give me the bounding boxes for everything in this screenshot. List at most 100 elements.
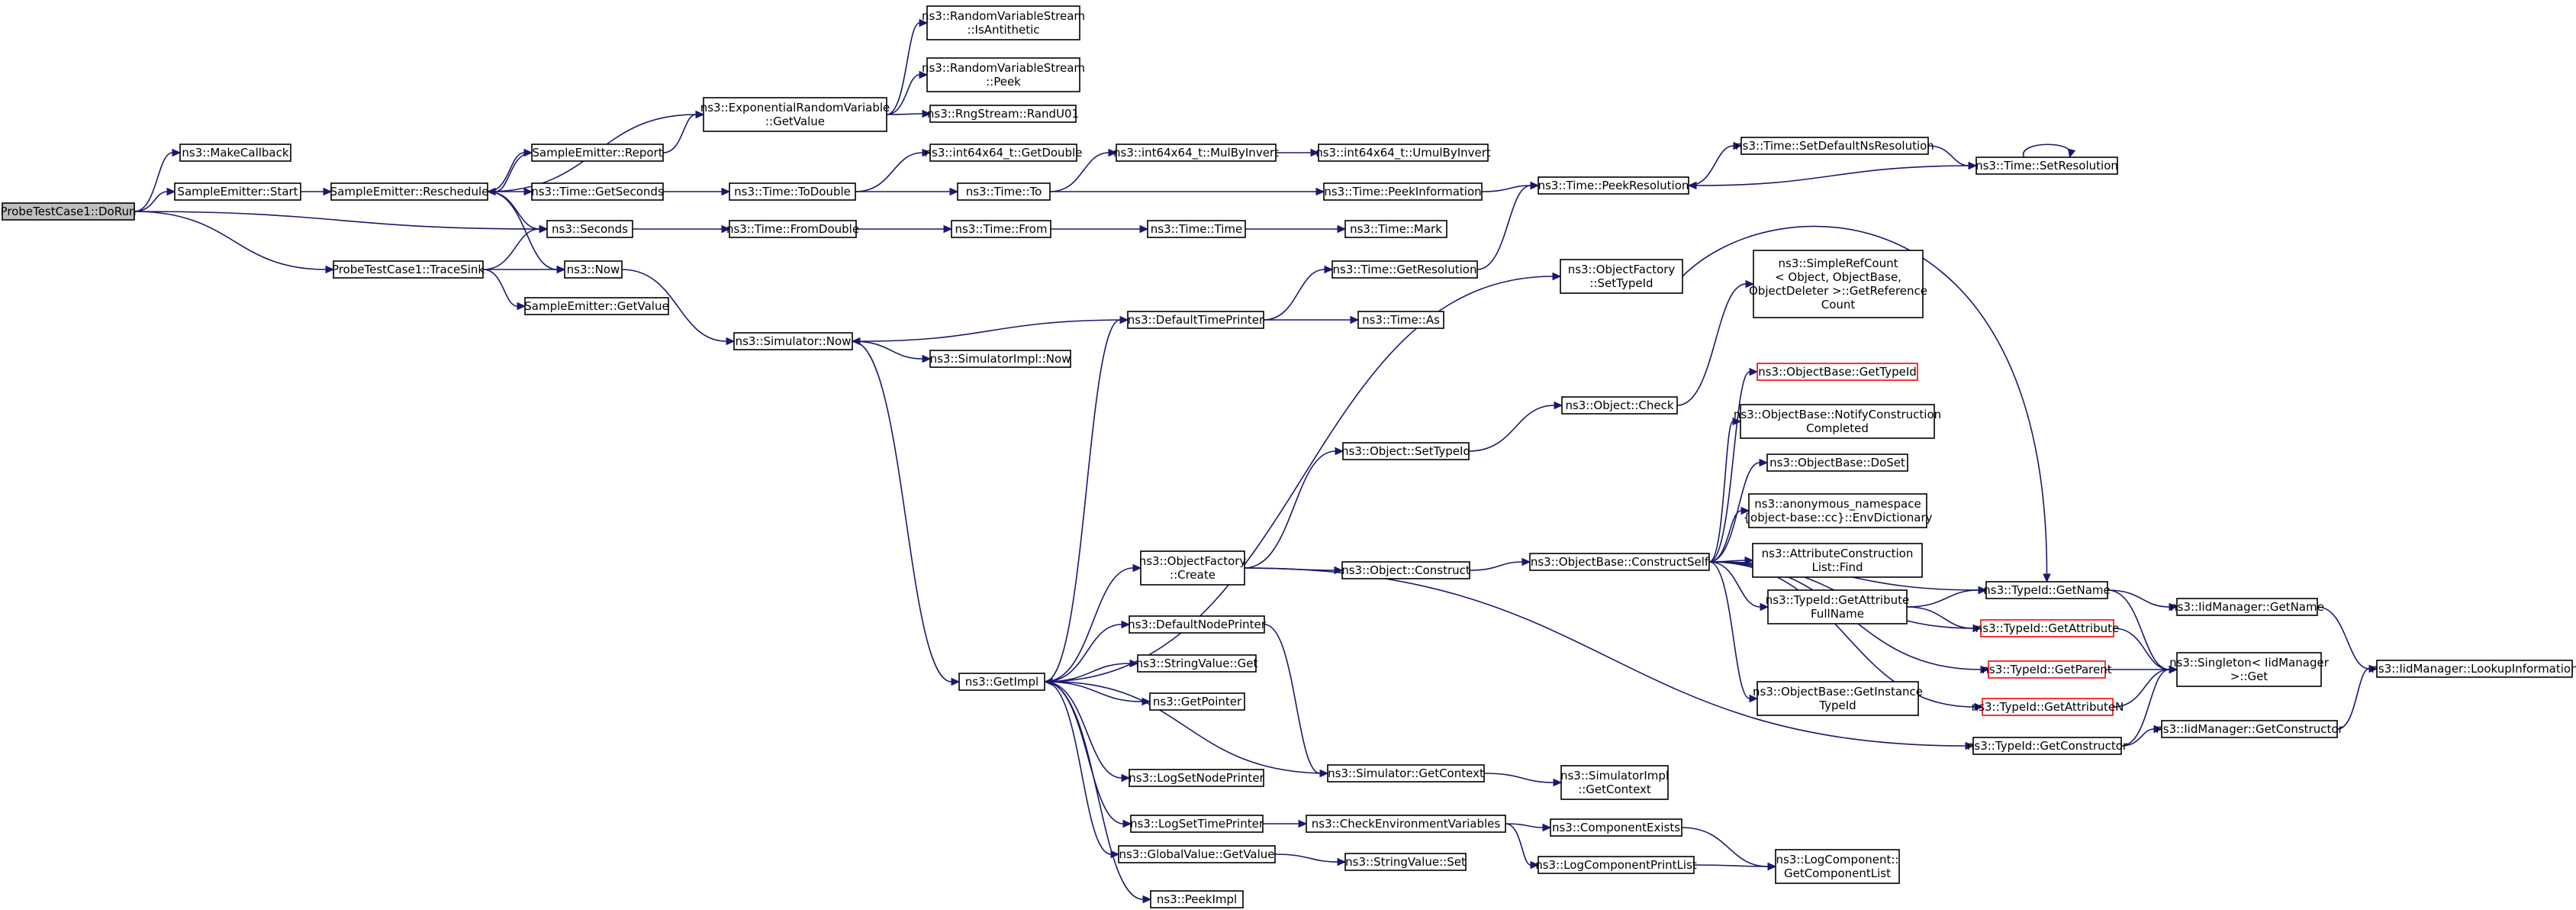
node-ns3-rngstream-randu01[interactable]: ns3::RngStream::RandU01 <box>927 105 1079 123</box>
node-label: ::IsAntithetic <box>967 23 1039 37</box>
node-label: ns3::StringValue::Set <box>1345 855 1466 869</box>
node-ns3-simulatorimpl-getcontext[interactable]: ns3::SimulatorImpl::GetContext <box>1560 765 1669 800</box>
node-box <box>1529 553 1710 571</box>
node-ns3-objectbase-gettypeid[interactable]: ns3::ObjectBase::GetTypeId <box>1757 363 1918 381</box>
node-sampleemitter-getvalue[interactable]: SampleEmitter::GetValue <box>524 297 669 315</box>
node-label: ns3::TypeId::GetAttributeN <box>1972 700 2124 714</box>
node-ns3-time-fromdouble[interactable]: ns3::Time::FromDouble <box>726 220 859 238</box>
node-ns3-iidmanager-getconstructor[interactable]: ns3::IidManager::GetConstructor <box>2156 720 2344 738</box>
edge-arrowhead <box>949 187 959 196</box>
node-ns3-time-getseconds[interactable]: ns3::Time::GetSeconds <box>531 182 664 201</box>
node-ns3-getpointer[interactable]: ns3::GetPointer <box>1149 692 1245 711</box>
node-ns3-time-time[interactable]: ns3::Time::Time <box>1147 220 1246 238</box>
node-ns3-time-setresolution[interactable]: ns3::Time::SetResolution <box>1975 157 2118 175</box>
node-ns3-objectfactory-settypeid[interactable]: ns3::ObjectFactory::SetTypeId <box>1560 259 1683 294</box>
node-ns3-componentexists[interactable]: ns3::ComponentExists <box>1550 818 1682 837</box>
node-ns3-objectbase-constructself[interactable]: ns3::ObjectBase::ConstructSelf <box>1529 553 1710 571</box>
node-ns3-time-todouble[interactable]: ns3::Time::ToDouble <box>729 182 856 201</box>
node-ns3-object-construct[interactable]: ns3::Object::Construct <box>1341 561 1470 579</box>
node-ns3-iidmanager-lookupinformation[interactable]: ns3::IidManager::LookupInformation <box>2371 660 2576 678</box>
node-box <box>531 144 664 162</box>
node-sampleemitter-reschedule[interactable]: SampleEmitter::Reschedule <box>330 182 489 201</box>
node-ns3-stringvalue-set[interactable]: ns3::StringValue::Set <box>1344 853 1467 871</box>
node-ns3-time-peekinformation[interactable]: ns3::Time::PeekInformation <box>1323 182 1483 201</box>
node-sampleemitter-report[interactable]: SampleEmitter::Report <box>531 144 664 162</box>
node-ns3-logcomponent-getcomponentlist[interactable]: ns3::LogComponent::GetComponentList <box>1775 849 1900 884</box>
node-box <box>1344 220 1447 238</box>
node-ns3-exponentialrandomvariable-getvalue[interactable]: ns3::ExponentialRandomVariable::GetValue <box>700 97 890 132</box>
edge-arrowhead <box>922 109 932 118</box>
node-box <box>2176 598 2318 616</box>
node-ns3-logsetnodeprinter[interactable]: ns3::LogSetNodePrinter <box>1129 769 1265 787</box>
node-ns3-makecallback[interactable]: ns3::MakeCallback <box>179 144 291 162</box>
node-ns3-checkenvironmentvariables[interactable]: ns3::CheckEnvironmentVariables <box>1306 815 1506 833</box>
node-label: Count <box>1821 298 1856 311</box>
node-ns3-time-as[interactable]: ns3::Time::As <box>1357 311 1444 329</box>
node-ns3-seconds[interactable]: ns3::Seconds <box>546 220 633 238</box>
node-ns3-defaultnodeprinter[interactable]: ns3::DefaultNodePrinter <box>1128 615 1267 634</box>
edge <box>1044 681 1120 859</box>
edge <box>1043 677 1328 774</box>
node-ns3-time-peekresolution[interactable]: ns3::Time::PeekResolution <box>1538 176 1689 195</box>
node-ns3-objectbase-doset[interactable]: ns3::ObjectBase::DoSet <box>1766 453 1908 472</box>
node-ns3-object-settypeid[interactable]: ns3::Object::SetTypeId <box>1341 442 1470 460</box>
node-ns3-typeid-getparent[interactable]: ns3::TypeId::GetParent <box>1982 660 2112 679</box>
node-ns3-typeid-getattribute[interactable]: ns3::TypeId::GetAttribute <box>1975 619 2119 637</box>
node-ns3-iidmanager-getname[interactable]: ns3::IidManager::GetName <box>2170 598 2324 616</box>
node-ns3-randomvariablestream-isantithetic[interactable]: ns3::RandomVariableStream::IsAntithetic <box>922 5 1085 40</box>
node-ns3-defaulttimeprinter[interactable]: ns3::DefaultTimePrinter <box>1127 311 1264 329</box>
node-ns3-object-check[interactable]: ns3::Object::Check <box>1561 396 1678 415</box>
edge-line <box>1481 185 1531 192</box>
node-ns3-objectfactory-create[interactable]: ns3::ObjectFactory::Create <box>1139 550 1247 586</box>
node-label: ns3::ObjectBase::GetTypeId <box>1758 365 1917 379</box>
node-ns3-time-mark[interactable]: ns3::Time::Mark <box>1344 220 1447 238</box>
node-ns3-now[interactable]: ns3::Now <box>564 260 623 279</box>
edge-arrowhead <box>922 148 932 157</box>
node-label: ns3::MakeCallback <box>182 146 288 160</box>
node-ns3-objectbase-notifyconstruction-completed[interactable]: ns3::ObjectBase::NotifyConstructionCompl… <box>1734 404 1941 439</box>
edge-line <box>482 228 540 270</box>
node-ns3-anonymous-namespace-object-base-cc-envdictionary[interactable]: ns3::anonymous_namespace{object-base::cc… <box>1744 493 1933 528</box>
node-ns3-simplerefcount-object-objectbase-objectdeleter-getrefere[interactable]: ns3::SimpleRefCount< Object, ObjectBase,… <box>1749 250 1927 318</box>
node-ns3-time-to[interactable]: ns3::Time::To <box>957 182 1051 201</box>
edge-arrowhead <box>539 224 549 234</box>
edge-arrowhead <box>919 70 929 79</box>
edge <box>1264 315 1360 324</box>
edge-line <box>1468 405 1555 452</box>
node-ns3-peekimpl[interactable]: ns3::PeekImpl <box>1150 890 1244 908</box>
node-ns3-logsettimeprinter[interactable]: ns3::LogSetTimePrinter <box>1130 815 1264 833</box>
node-box <box>1140 550 1245 586</box>
node-box <box>926 57 1080 92</box>
edge <box>1044 620 1131 682</box>
node-ns3-stringvalue-get[interactable]: ns3::StringValue::Get <box>1136 654 1258 673</box>
node-ns3-logcomponentprintlist[interactable]: ns3::LogComponentPrintList <box>1535 856 1697 874</box>
node-ns3-simulatorimpl-now[interactable]: ns3::SimulatorImpl::Now <box>929 350 1071 368</box>
node-box <box>1766 453 1908 472</box>
node-ns3-simulator-getcontext[interactable]: ns3::Simulator::GetContext <box>1327 764 1485 783</box>
node-label: ns3::GetPointer <box>1153 695 1242 708</box>
node-ns3-globalvalue-getvalue[interactable]: ns3::GlobalValue::GetValue <box>1118 845 1276 863</box>
node-ns3-simulator-now[interactable]: ns3::Simulator::Now <box>733 332 853 350</box>
edge-line <box>662 114 697 153</box>
node-ns3-time-setdefaultnsresolution[interactable]: ns3::Time::SetDefaultNsResolution <box>1735 137 1934 155</box>
node-box <box>1342 442 1470 460</box>
node-label: GetComponentList <box>1784 866 1891 880</box>
node-ns3-typeid-getconstructor[interactable]: ns3::TypeId::GetConstructor <box>1967 737 2128 755</box>
node-ns3-int64x64-t-umulbyinvert[interactable]: ns3::int64x64_t::UmulByInvert <box>1315 144 1491 162</box>
node-sampleemitter-start[interactable]: SampleEmitter::Start <box>174 182 301 201</box>
node-probetestcase1-dorun[interactable]: ProbeTestCase1::DoRun <box>1 202 137 221</box>
edge-arrowhead <box>1337 224 1347 234</box>
node-ns3-typeid-getname[interactable]: ns3::TypeId::GetName <box>1983 581 2111 599</box>
node-probetestcase1-tracesink[interactable]: ProbeTestCase1::TraceSink <box>332 260 485 279</box>
node-ns3-time-from[interactable]: ns3::Time::From <box>951 220 1051 238</box>
node-ns3-typeid-getattributen[interactable]: ns3::TypeId::GetAttributeN <box>1972 698 2124 716</box>
node-ns3-singleton-iidmanager-get[interactable]: ns3::Singleton< IidManager>::Get <box>2169 652 2330 687</box>
node-ns3-randomvariablestream-peek[interactable]: ns3::RandomVariableStream::Peek <box>922 57 1085 92</box>
node-ns3-time-getresolution[interactable]: ns3::Time::GetResolution <box>1331 260 1478 279</box>
node-ns3-getimpl[interactable]: ns3::GetImpl <box>958 673 1045 691</box>
node-ns3-int64x64-t-getdouble[interactable]: ns3::int64x64_t::GetDouble <box>925 144 1083 162</box>
node-ns3-int64x64-t-mulbyinvert[interactable]: ns3::int64x64_t::MulByInvert <box>1113 144 1279 162</box>
